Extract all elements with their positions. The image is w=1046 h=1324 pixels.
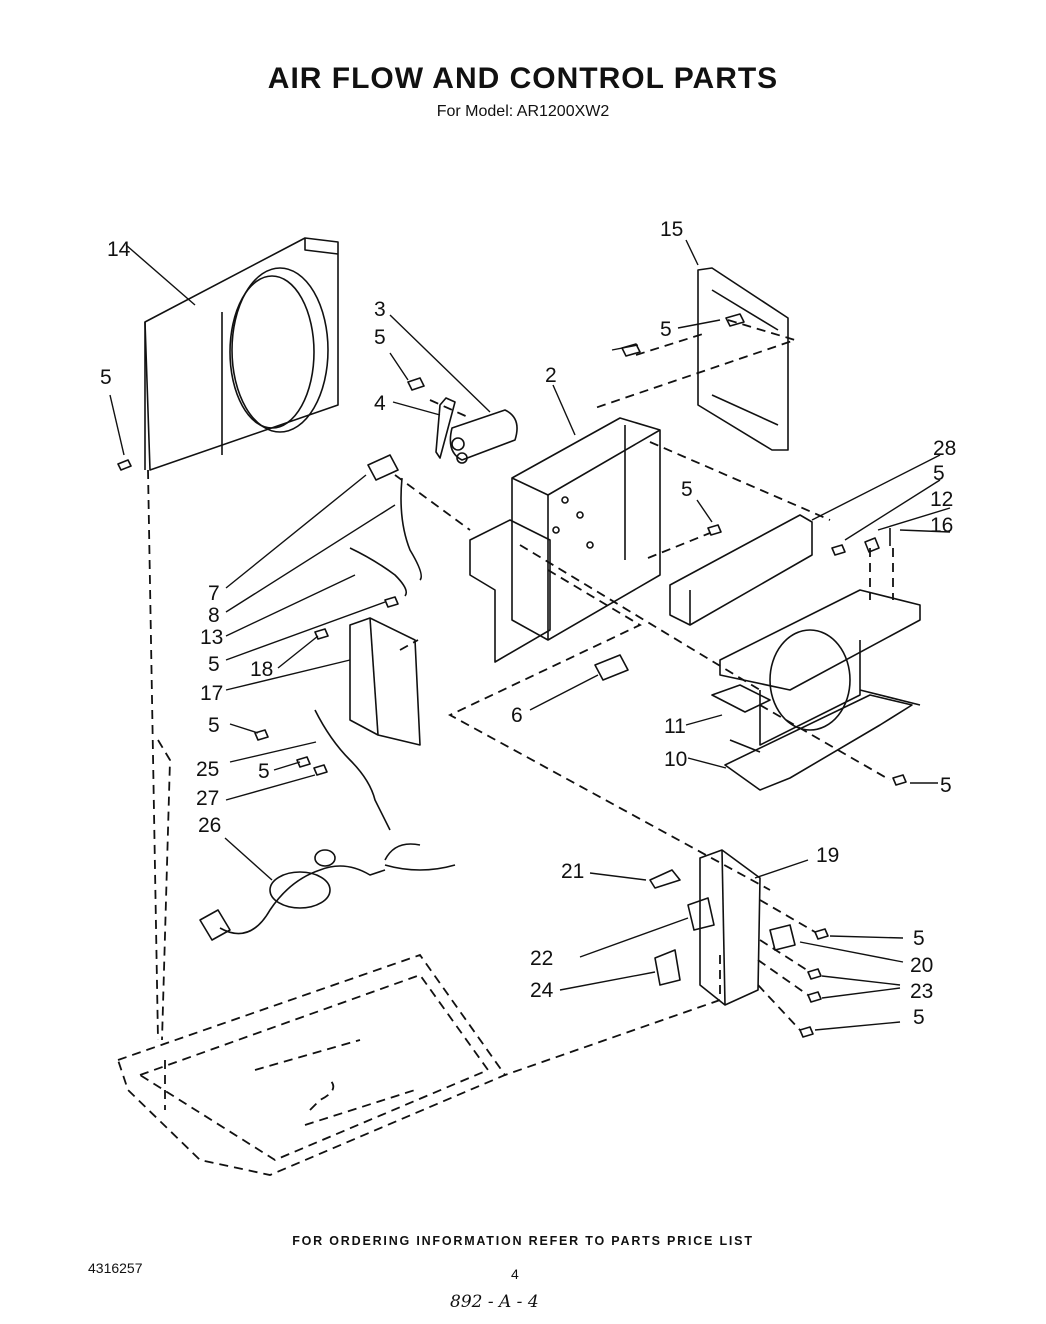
callout-label: 5 xyxy=(681,478,693,501)
base-bracket-part xyxy=(724,694,913,791)
screw-part xyxy=(117,459,132,471)
callout-label: 2 xyxy=(545,364,557,387)
handwritten-note: 892 - A - 4 xyxy=(450,1292,539,1312)
callout-label: 5 xyxy=(940,774,952,797)
callout-label: 12 xyxy=(930,488,953,511)
callout-label: 21 xyxy=(561,860,584,883)
callout-label: 5 xyxy=(913,1006,925,1029)
callout-label: 22 xyxy=(530,947,553,970)
grille-part xyxy=(669,514,813,626)
callout-label: 18 xyxy=(250,658,273,681)
fan-shroud-part xyxy=(144,237,339,471)
page-number: 4 xyxy=(511,1266,519,1282)
callout-label: 15 xyxy=(660,218,683,241)
callout-label: 11 xyxy=(664,715,686,738)
callout-label: 14 xyxy=(107,238,131,261)
base-pan-part xyxy=(116,319,894,1176)
callout-label: 13 xyxy=(200,626,223,649)
model-subtitle: For Model: AR1200XW2 xyxy=(436,103,610,120)
document-number: 4316257 xyxy=(88,1260,143,1276)
callout-label: 5 xyxy=(933,462,945,485)
callout-labels: 14 5 3 5 4 2 15 5 28 5 12 16 5 7 8 13 5 … xyxy=(100,218,956,1029)
callout-label: 25 xyxy=(196,758,219,781)
callout-label: 5 xyxy=(258,760,270,783)
ordering-info-footer: FOR ORDERING INFORMATION REFER TO PARTS … xyxy=(292,1234,754,1248)
callout-label: 5 xyxy=(660,318,672,341)
capacitor-part xyxy=(435,397,518,464)
callout-label: 8 xyxy=(208,604,220,627)
power-cord-part xyxy=(199,843,456,941)
callout-label: 23 xyxy=(910,980,933,1003)
callout-label: 20 xyxy=(910,954,933,977)
callout-label: 19 xyxy=(816,844,839,867)
callout-label: 5 xyxy=(208,714,220,737)
callout-label: 16 xyxy=(930,514,953,537)
callout-label: 28 xyxy=(933,437,956,460)
callout-label: 5 xyxy=(100,366,112,389)
callout-label: 10 xyxy=(664,748,687,771)
callout-label: 27 xyxy=(196,787,219,810)
callout-label: 4 xyxy=(374,392,386,415)
callout-label: 17 xyxy=(200,682,223,705)
control-box-part xyxy=(469,417,661,663)
callout-label: 5 xyxy=(374,326,386,349)
callout-label: 24 xyxy=(530,979,554,1002)
callout-label: 6 xyxy=(511,704,523,727)
switch-bracket-part xyxy=(349,617,421,746)
callout-label: 5 xyxy=(913,927,925,950)
callout-label: 3 xyxy=(374,298,386,321)
control-switch-bracket-part xyxy=(699,849,761,1006)
callout-label: 5 xyxy=(208,653,220,676)
page-title: AIR FLOW AND CONTROL PARTS xyxy=(267,62,779,95)
rear-bracket-part xyxy=(697,267,789,451)
motor-mount-part xyxy=(711,589,921,746)
callout-label: 26 xyxy=(198,814,221,837)
callout-label: 7 xyxy=(208,582,220,605)
